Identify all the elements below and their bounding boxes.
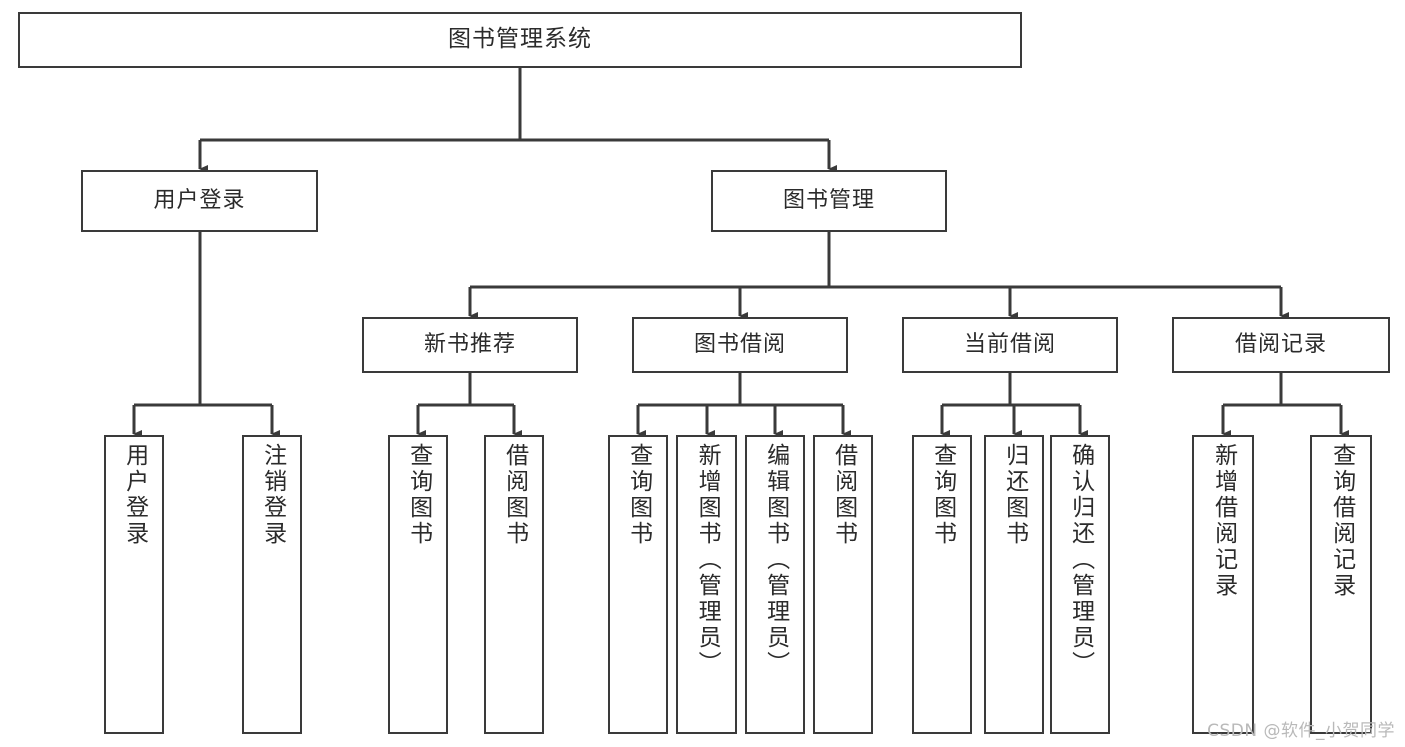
node-label: 确认归还（管理员） [1067,443,1094,677]
node-label: 用户登录 [153,188,246,214]
node-leaf-confirm-return-admin[interactable]: 确认归还（管理员） [1050,435,1110,734]
node-label: 查询图书 [405,443,432,547]
node-leaf-edit-book-admin[interactable]: 编辑图书（管理员） [745,435,805,734]
watermark-text: CSDN @软件_小贺同学 [1207,721,1395,741]
node-label: 编辑图书（管理员） [762,443,789,677]
node-current-borrow[interactable]: 当前借阅 [902,317,1118,373]
node-label: 图书管理 [782,188,875,214]
node-root-book-management-system[interactable]: 图书管理系统 [18,12,1022,68]
node-leaf-query-book-3[interactable]: 查询图书 [912,435,972,734]
node-label: 新增借阅记录 [1210,443,1237,599]
node-book-borrow[interactable]: 图书借阅 [632,317,848,373]
node-new-book-recommend[interactable]: 新书推荐 [362,317,578,373]
node-label: 借阅图书 [501,443,528,547]
edges-group [132,68,1349,438]
node-leaf-query-book-2[interactable]: 查询图书 [608,435,668,734]
node-leaf-add-book-admin[interactable]: 新增图书（管理员） [676,435,737,734]
node-label: 注销登录 [259,443,286,547]
node-leaf-query-book-1[interactable]: 查询图书 [388,435,448,734]
node-label: 新书推荐 [423,332,516,358]
node-label: 查询图书 [929,443,956,547]
node-leaf-borrow-book-2[interactable]: 借阅图书 [813,435,873,734]
node-leaf-query-borrow-record[interactable]: 查询借阅记录 [1310,435,1372,734]
node-label: 查询借阅记录 [1328,443,1355,599]
node-label: 图书管理系统 [448,26,592,53]
node-leaf-borrow-book-1[interactable]: 借阅图书 [484,435,544,734]
node-book-manage[interactable]: 图书管理 [711,170,947,232]
node-label: 借阅图书 [830,443,857,547]
node-label: 当前借阅 [963,332,1056,358]
node-label: 图书借阅 [693,332,786,358]
node-leaf-add-borrow-record[interactable]: 新增借阅记录 [1192,435,1254,734]
node-label: 用户登录 [121,443,148,547]
node-leaf-user-login[interactable]: 用户登录 [104,435,164,734]
node-leaf-return-book[interactable]: 归还图书 [984,435,1044,734]
node-label: 借阅记录 [1234,332,1327,358]
node-label: 归还图书 [1001,443,1028,547]
node-label: 查询图书 [625,443,652,547]
node-user-login[interactable]: 用户登录 [81,170,318,232]
node-borrow-record[interactable]: 借阅记录 [1172,317,1390,373]
node-label: 新增图书（管理员） [694,443,721,677]
node-leaf-logout-login[interactable]: 注销登录 [242,435,302,734]
